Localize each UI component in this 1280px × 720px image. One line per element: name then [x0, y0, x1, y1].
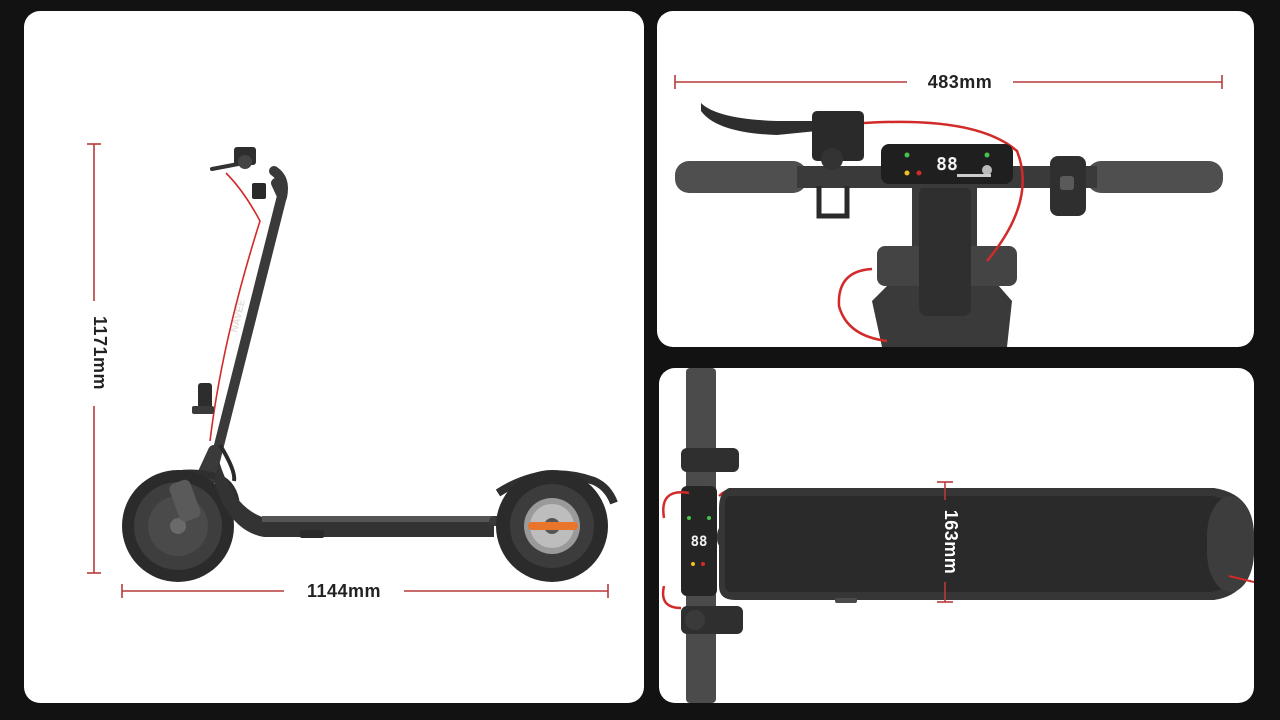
height-dimension-label: 1171mm — [90, 316, 110, 390]
side-view-panel: 1171mm 1144mm NAVEE — [24, 11, 644, 703]
scooter-side-view-illustration: 1171mm 1144mm NAVEE — [87, 143, 618, 601]
handlebar-panel: 483mm 88 — [657, 11, 1254, 347]
deck-top-view-illustration: 88 163mm — [661, 368, 1254, 703]
deck-dimension-line — [937, 481, 953, 603]
handlebar-illustration: 483mm 88 — [674, 72, 1223, 347]
deck-panel: 88 163mm — [659, 368, 1254, 703]
length-dimension-label: 1144mm — [307, 581, 381, 601]
height-dimension-line — [87, 143, 101, 574]
deck-view-display-speed: 88 — [691, 534, 708, 550]
handlebar-dimension-line — [674, 75, 1223, 89]
handlebar-assembly: 88 — [675, 103, 1223, 347]
handlebar-dimension-label: 483mm — [928, 72, 993, 92]
length-dimension-line — [121, 584, 609, 598]
deck-top-view: 88 — [661, 368, 1254, 703]
scooter: NAVEE — [122, 147, 618, 582]
deck-dimension-label: 163mm — [941, 510, 961, 575]
display-speed: 88 — [936, 154, 958, 175]
